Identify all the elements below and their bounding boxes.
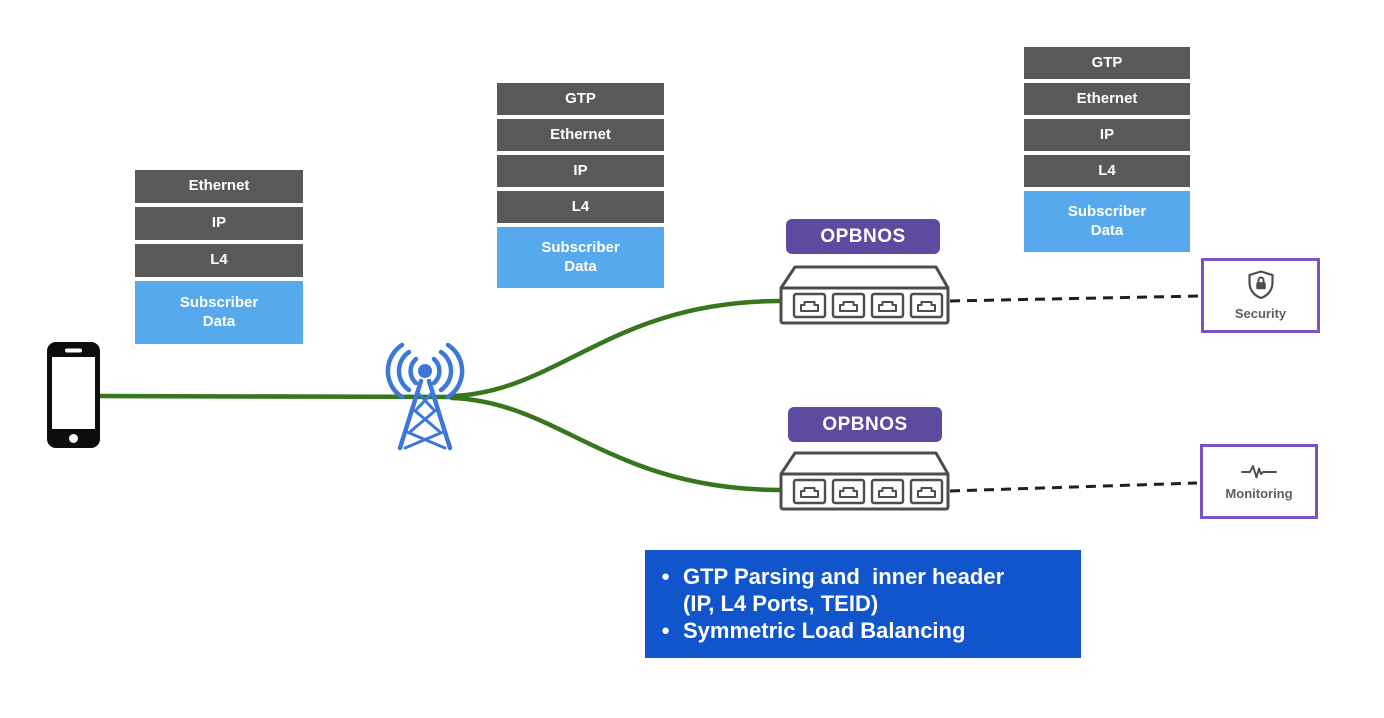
bullet-dot: ● [661, 568, 671, 585]
link-switch-to-security [949, 294, 1200, 303]
layer-subscriber-data: Subscriber Data [497, 227, 664, 288]
info-bullet-2-text: Symmetric Load Balancing [683, 618, 966, 643]
switch-port [792, 292, 827, 319]
layer-ip: IP [135, 207, 303, 240]
link-tower-to-switch-bottom [449, 395, 784, 493]
layer-subscriber-data: Subscriber Data [1024, 191, 1190, 252]
switch-top-face [779, 265, 950, 290]
switch-port [831, 292, 866, 319]
tower-wave-right-2 [438, 349, 454, 393]
layer-l4: L4 [497, 191, 664, 223]
opbnos-badge-bottom: OPBNOS [788, 407, 942, 442]
network-switch-icon-top [779, 265, 950, 325]
security-box: Security [1201, 258, 1320, 333]
tower-wave-left-2 [396, 349, 412, 393]
tower-wave-left-1 [408, 356, 419, 386]
layer-ip: IP [497, 155, 664, 187]
smartphone-icon [47, 342, 100, 448]
info-bullet-1-text: GTP Parsing and inner header(IP, L4 Port… [683, 564, 1005, 616]
switch-port [870, 478, 905, 505]
protocol-stack-core-gtp: GTP Ethernet IP L4 Subscriber Data [1024, 47, 1190, 252]
tower-leg-left [397, 378, 424, 451]
phone-screen [52, 357, 95, 429]
switch-port [831, 478, 866, 505]
tower-lattice [403, 392, 447, 450]
layer-ethernet: Ethernet [1024, 83, 1190, 115]
phone-speaker [65, 348, 82, 353]
layer-ip: IP [1024, 119, 1190, 151]
link-phone-to-tower [97, 393, 455, 400]
monitoring-box: Monitoring [1200, 444, 1318, 519]
link-switch-to-monitoring [949, 481, 1198, 493]
tower-wave-left-3 [385, 342, 405, 400]
switch-port [792, 478, 827, 505]
switch-port [870, 292, 905, 319]
layer-ethernet: Ethernet [497, 119, 664, 151]
tower-wave-right-1 [431, 356, 442, 386]
layer-subscriber-data: Subscriber Data [135, 281, 303, 344]
security-label: Security [1234, 306, 1287, 321]
pulse-icon [1241, 464, 1277, 478]
bullet-dot: ● [661, 622, 671, 639]
info-bullet-2: ● Symmetric Load Balancing [661, 617, 1073, 644]
layer-gtp: GTP [1024, 47, 1190, 79]
monitoring-label: Monitoring [1225, 485, 1293, 501]
tower-antenna-dot [418, 364, 432, 378]
tower-wave-right-3 [445, 342, 465, 400]
link-tower-to-switch-top [449, 298, 784, 399]
layer-l4: L4 [135, 244, 303, 277]
tower-leg-right [426, 378, 453, 451]
switch-port [909, 292, 944, 319]
opbnos-badge-top: OPBNOS [786, 219, 940, 254]
info-box: ● GTP Parsing and inner header(IP, L4 Po… [645, 550, 1081, 658]
network-switch-icon-bottom [779, 451, 950, 511]
info-bullet-1: ● GTP Parsing and inner header(IP, L4 Po… [661, 563, 1073, 617]
switch-top-face [779, 451, 950, 476]
layer-ethernet: Ethernet [135, 170, 303, 203]
switch-port [909, 478, 944, 505]
phone-home-button [69, 434, 78, 443]
cell-tower-icon [385, 342, 465, 451]
protocol-stack-ran-gtp: GTP Ethernet IP L4 Subscriber Data [497, 83, 664, 288]
protocol-stack-access: Ethernet IP L4 Subscriber Data [135, 170, 303, 344]
layer-l4: L4 [1024, 155, 1190, 187]
shield-lock-icon [1247, 270, 1274, 300]
layer-gtp: GTP [497, 83, 664, 115]
